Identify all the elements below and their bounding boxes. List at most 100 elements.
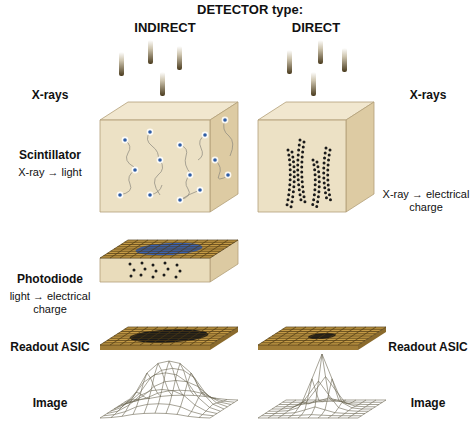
scintillator-cube	[100, 102, 238, 212]
photodiode-layer	[100, 240, 238, 258]
row-label: Image	[384, 396, 472, 410]
light-scatter	[147, 129, 154, 136]
light-scatter	[226, 173, 230, 177]
light-scatter	[213, 158, 217, 162]
conversion-note: X-ray → electrical charge	[380, 188, 472, 214]
light-scatter	[198, 135, 205, 160]
image-surface	[122, 383, 150, 416]
image-surface	[328, 393, 356, 418]
direct-converter-cube	[258, 120, 346, 212]
xray-beam	[342, 48, 347, 72]
photodiode-layer	[164, 262, 167, 265]
diagram-title: DETECTOR type:	[150, 2, 350, 18]
readout-asic	[100, 345, 210, 350]
row-label: Image	[4, 396, 96, 410]
light-scatter	[223, 118, 227, 122]
scintillator-cube	[100, 120, 210, 212]
light-scatter	[224, 120, 233, 156]
readout-asic	[258, 327, 386, 345]
light-scatter	[222, 117, 229, 124]
light-scatter	[225, 172, 232, 179]
readout-asic	[100, 327, 238, 345]
light-scatter	[133, 168, 137, 172]
row-label: X-rays	[384, 88, 472, 102]
photodiode-layer	[175, 276, 178, 279]
photodiode-layer	[163, 274, 166, 277]
photodiode-layer	[133, 269, 136, 272]
image-surface	[318, 370, 346, 418]
light-scatter	[118, 193, 122, 197]
xray-beam	[287, 50, 292, 74]
photodiode-layer	[152, 276, 155, 279]
image-surface	[199, 395, 227, 417]
light-scatter	[148, 130, 152, 134]
photodiode-layer	[155, 270, 158, 273]
light-scatter	[187, 172, 194, 179]
conversion-note: X-ray → light	[4, 166, 96, 179]
xray-beam	[160, 72, 165, 96]
readout-asic	[258, 327, 386, 345]
charge-track	[316, 162, 319, 210]
readout-asic	[100, 327, 238, 345]
direct-converter-cube	[258, 102, 374, 212]
light-scatter	[154, 160, 162, 195]
row-label: Scintillator	[4, 148, 96, 162]
charge-track	[328, 150, 331, 202]
column-heading: DIRECT	[276, 20, 356, 36]
light-scatter	[178, 143, 182, 147]
photodiode-layer	[176, 264, 179, 267]
light-scatter	[117, 117, 233, 204]
xray-beam	[311, 72, 316, 96]
xray-beam	[318, 40, 323, 64]
image-surface	[166, 354, 194, 413]
charge-track	[302, 142, 305, 202]
light-scatter	[178, 198, 182, 202]
image-surface	[298, 370, 326, 418]
readout-asic	[100, 327, 386, 350]
photodiode-layer	[179, 270, 182, 273]
xray-beam	[119, 52, 124, 76]
charge-track	[298, 140, 301, 200]
row-label: Readout ASIC	[4, 340, 96, 354]
charge-track	[291, 152, 294, 207]
image-surface	[286, 399, 386, 400]
light-scatter	[203, 133, 207, 137]
column-heading: INDIRECT	[120, 20, 210, 36]
light-scatter	[157, 157, 164, 164]
readout-asic	[258, 327, 386, 345]
photodiode-layer	[141, 262, 144, 265]
light-scatter	[212, 157, 219, 164]
charge-track	[324, 148, 327, 200]
photodiode-layer	[100, 240, 238, 258]
light-scatter	[197, 187, 204, 194]
photodiode-layer	[152, 264, 155, 267]
photodiode-layer	[167, 268, 170, 271]
charge-track	[312, 160, 315, 208]
light-scatter	[147, 132, 158, 160]
readout-asic	[258, 345, 358, 350]
photodiode-layer	[100, 240, 238, 258]
row-label: Photodiode	[4, 272, 96, 286]
photodiode-layer	[100, 240, 238, 282]
photodiode-layer	[140, 274, 143, 277]
xray-beam	[148, 40, 153, 64]
image-surface	[155, 352, 183, 413]
photodiode-layer	[130, 275, 133, 278]
light-scatter	[180, 175, 190, 200]
image-surface	[111, 395, 139, 417]
light-scatter	[118, 118, 230, 202]
light-scatter	[198, 188, 202, 192]
image-surface	[133, 364, 161, 414]
light-scatter	[177, 142, 184, 149]
light-scatter	[123, 138, 127, 142]
photodiode-layer	[129, 262, 182, 279]
light-scatter	[177, 197, 184, 204]
photodiode-layer	[100, 258, 210, 282]
light-scatter	[148, 193, 152, 197]
light-scatter	[202, 132, 209, 139]
light-scatter	[215, 160, 230, 179]
scintillator-cube	[210, 102, 238, 212]
image-surface	[210, 400, 238, 418]
